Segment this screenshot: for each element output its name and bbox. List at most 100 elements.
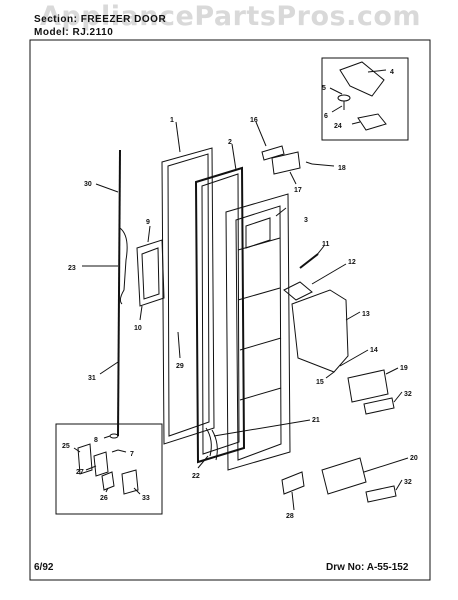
leader-24 xyxy=(351,121,361,125)
leader-17 xyxy=(289,171,297,185)
callout-3: 3 xyxy=(304,217,308,224)
cam-33-drawing xyxy=(121,469,139,495)
leader-4 xyxy=(367,69,387,73)
handle-trim-rod-drawing xyxy=(117,149,121,437)
leader-5 xyxy=(329,87,343,95)
door-liner-drawing xyxy=(225,193,291,471)
handle-mount-panel-drawing xyxy=(136,239,165,307)
switch-housing-drawing xyxy=(261,145,285,161)
leader-14 xyxy=(339,349,369,367)
door-gasket-inner xyxy=(201,173,240,455)
bottom-bracket-drawing xyxy=(281,471,305,495)
callout-5: 5 xyxy=(322,85,326,92)
callout-8: 8 xyxy=(94,437,98,444)
lower-bin-drawing xyxy=(321,457,367,495)
leader-1 xyxy=(175,121,181,153)
callout-17: 17 xyxy=(294,187,302,194)
callout-4: 4 xyxy=(390,69,394,76)
leader-31 xyxy=(99,361,119,375)
callout-16: 16 xyxy=(250,117,258,124)
door-outer-panel-inner xyxy=(167,153,210,437)
leader-3 xyxy=(275,207,287,217)
door-outer-panel-drawing xyxy=(161,147,215,445)
leader-18 xyxy=(311,163,335,167)
leader-22 xyxy=(197,455,209,469)
hinge-plate-drawing xyxy=(357,113,387,131)
switch-cover-drawing xyxy=(271,151,301,175)
lower-trim-strip-drawing xyxy=(365,485,397,503)
washer-8-drawing xyxy=(109,433,119,439)
handle-drawing xyxy=(119,227,128,305)
switch-26-drawing xyxy=(101,471,115,491)
leader-32a xyxy=(393,391,403,403)
door-shelf-bin-drawing xyxy=(347,369,389,403)
leader-9 xyxy=(147,225,151,243)
section-title: Section: FREEZER DOOR xyxy=(34,14,167,25)
callout-1: 1 xyxy=(170,117,174,124)
leader-8 xyxy=(103,435,111,439)
door-gasket-drawing xyxy=(194,166,246,464)
callout-32-upper: 32 xyxy=(404,391,412,398)
leader-12 xyxy=(311,263,347,285)
handle-mount-panel-inner xyxy=(141,247,160,300)
callout-20: 20 xyxy=(410,455,418,462)
leader-29 xyxy=(177,331,181,359)
drawing-number: Drw No: A-55-152 xyxy=(326,562,409,573)
leader-10 xyxy=(139,305,143,321)
leader-11 xyxy=(315,245,325,257)
callout-2: 2 xyxy=(228,139,232,146)
leader-16 xyxy=(255,121,267,147)
leader-20 xyxy=(363,457,409,473)
door-liner-inner xyxy=(235,205,282,461)
leader-6 xyxy=(331,105,343,113)
leader-32b xyxy=(395,479,403,491)
callout-27: 27 xyxy=(76,469,84,476)
callout-32-lower: 32 xyxy=(404,479,412,486)
inset-box-switch xyxy=(55,423,163,515)
callout-18: 18 xyxy=(338,165,346,172)
callout-33: 33 xyxy=(142,495,150,502)
callout-30: 30 xyxy=(84,181,92,188)
leader-13 xyxy=(345,311,361,321)
callout-15: 15 xyxy=(316,379,324,386)
shelf-trim-strip-drawing xyxy=(363,397,395,415)
leader-19 xyxy=(385,367,399,375)
screw-7-drawing xyxy=(111,449,119,453)
callout-12: 12 xyxy=(348,259,356,266)
callout-31: 31 xyxy=(88,375,96,382)
callout-26: 26 xyxy=(100,495,108,502)
dispenser-housing-drawing xyxy=(291,289,349,373)
leader-2 xyxy=(231,143,237,171)
callout-25: 25 xyxy=(62,443,70,450)
revision-date: 6/92 xyxy=(34,562,54,573)
diagram-frame xyxy=(29,39,431,581)
screw-drawing xyxy=(305,161,313,165)
callout-22: 22 xyxy=(192,473,200,480)
leader-25 xyxy=(73,447,81,453)
door-liner-dispenser-cavity xyxy=(245,217,271,249)
callout-7: 7 xyxy=(130,451,134,458)
callout-28: 28 xyxy=(286,513,294,520)
callout-13: 13 xyxy=(362,311,370,318)
dispenser-cup-drawing xyxy=(283,281,313,301)
callout-19: 19 xyxy=(400,365,408,372)
callout-23: 23 xyxy=(68,265,76,272)
hinge-bracket-drawing xyxy=(339,61,385,97)
leader-21 xyxy=(213,419,311,437)
leader-28 xyxy=(291,491,295,511)
bracket-27-drawing xyxy=(93,451,109,477)
bracket-25-drawing xyxy=(77,443,93,475)
leader-33 xyxy=(133,487,141,495)
callout-21: 21 xyxy=(312,417,320,424)
callout-24: 24 xyxy=(334,123,342,130)
callout-6: 6 xyxy=(324,113,328,120)
hinge-washer-drawing xyxy=(337,94,351,102)
callout-11: 11 xyxy=(322,241,330,248)
callout-10: 10 xyxy=(134,325,142,332)
model-number: Model: RJ.2110 xyxy=(34,27,114,38)
leader-30 xyxy=(95,183,119,193)
leader-26 xyxy=(105,487,109,493)
callout-29: 29 xyxy=(176,363,184,370)
